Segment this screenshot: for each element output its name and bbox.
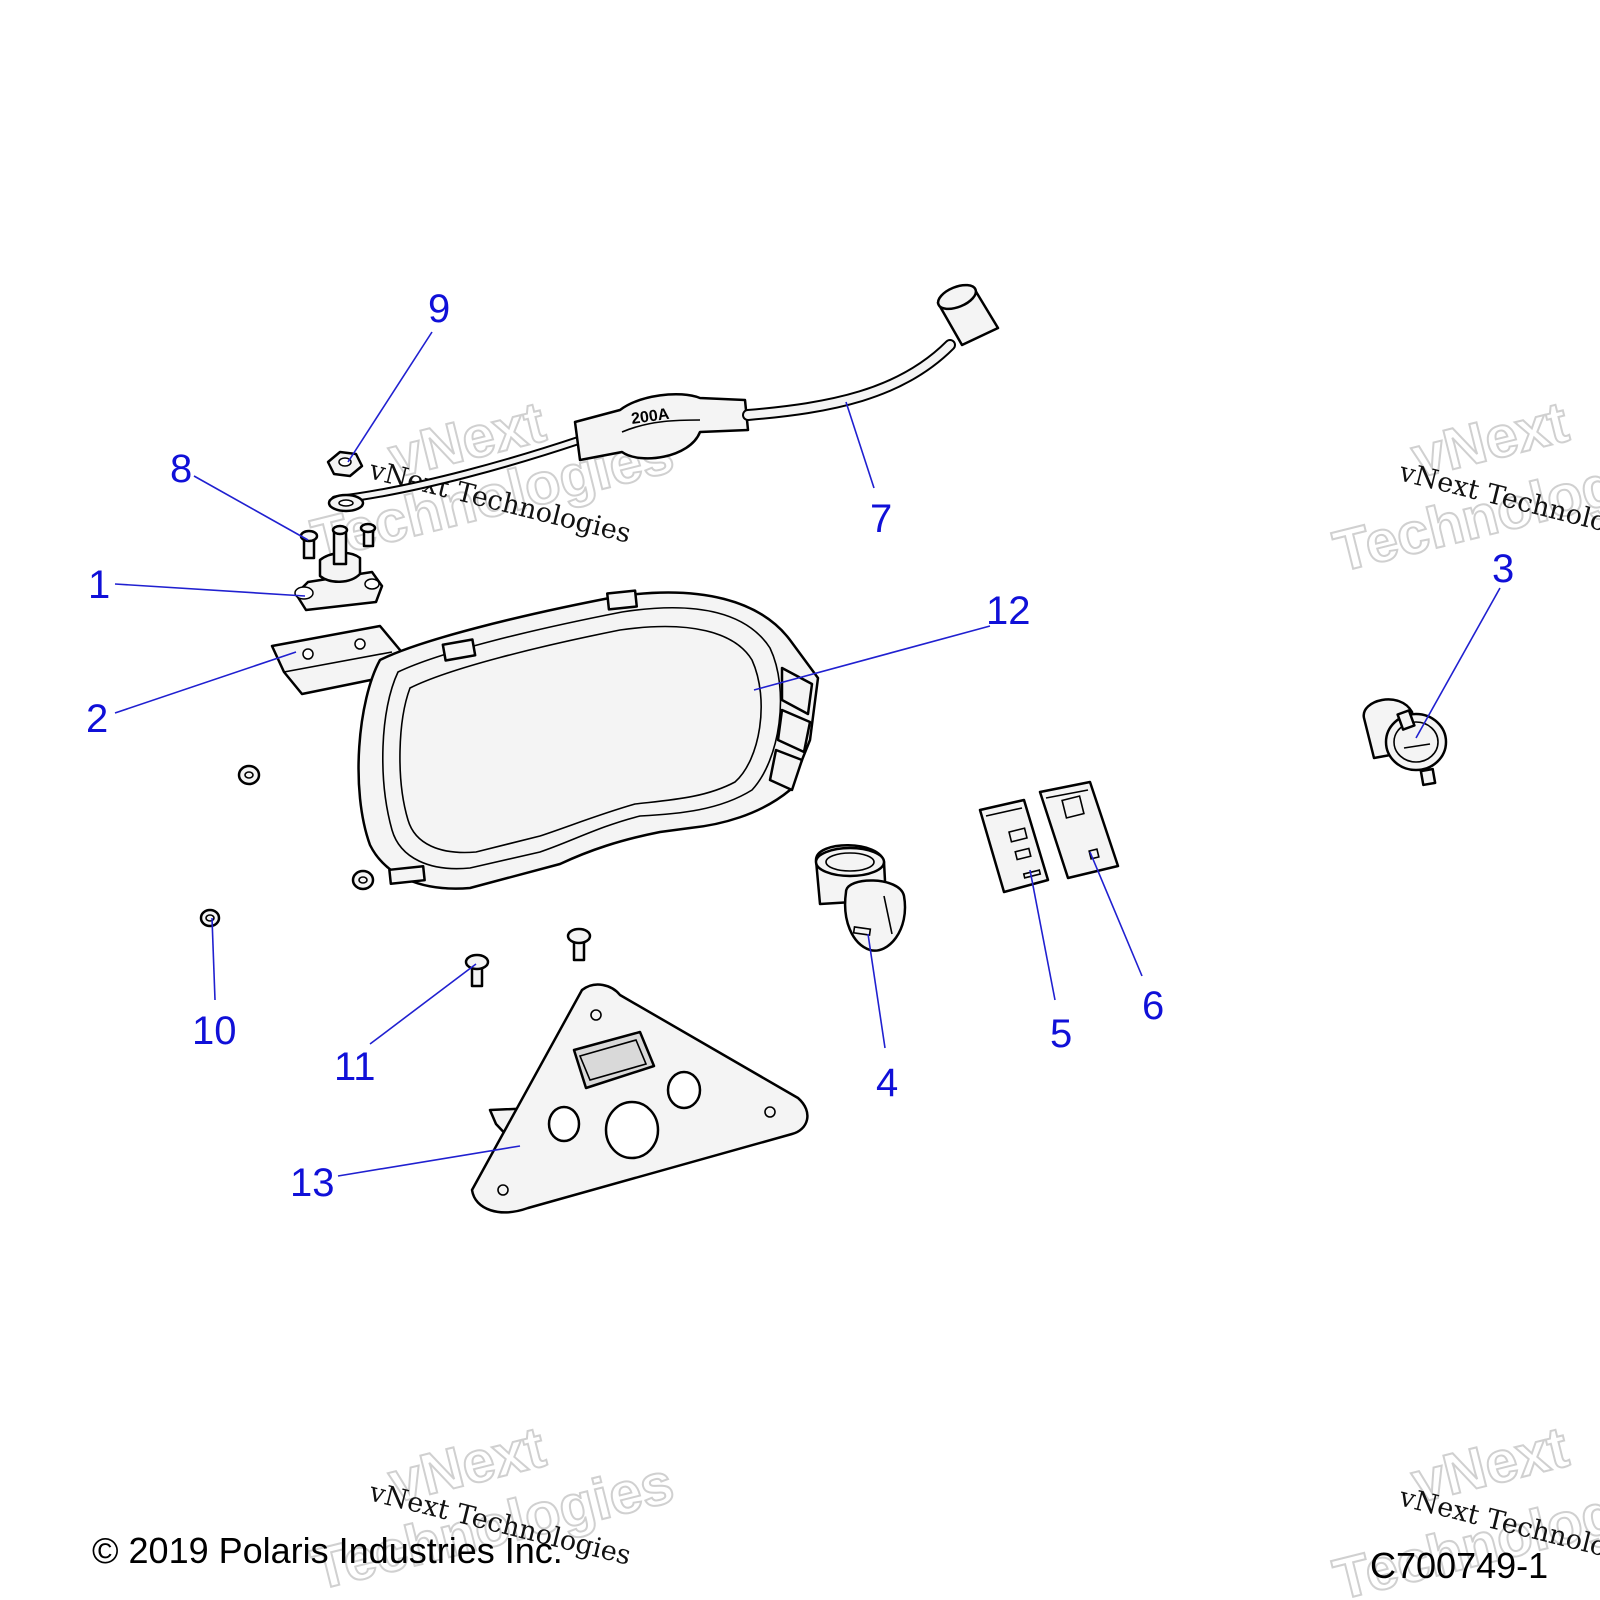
callout-4: 4 [876, 1061, 898, 1105]
callout-7: 7 [870, 497, 892, 541]
part-7-fused-cable: 200A [327, 283, 1000, 513]
diagram-id: C700749-1 [1370, 1545, 1549, 1586]
callout-6: 6 [1142, 984, 1164, 1028]
callout-1: 1 [88, 563, 110, 607]
part-11-screws [464, 927, 592, 988]
part-4-key-switch [814, 844, 907, 952]
part-3-power-socket [1362, 698, 1448, 787]
part-9-nut [326, 450, 364, 478]
callout-13: 13 [290, 1161, 335, 1205]
part-1-terminal-post [294, 524, 384, 612]
callout-labels: 1 2 3 4 5 6 7 8 9 10 11 12 13 [86, 287, 1514, 1205]
leader-lines [114, 331, 1501, 1177]
callout-2: 2 [86, 697, 108, 741]
svg-text:200A: 200A [630, 406, 671, 428]
callout-12: 12 [986, 589, 1031, 633]
part-13-mounting-plate [470, 983, 809, 1214]
part-10-nuts [199, 764, 375, 928]
part-12-cluster-bezel [357, 589, 820, 890]
watermark-bottom-left: vNext Technologies vNext Technologies [304, 1413, 680, 1600]
watermark-top-right: vNext Technologies vNext Technologies [1326, 388, 1600, 585]
part-5-rocker-switch [978, 798, 1050, 894]
callout-9: 9 [428, 287, 450, 331]
callout-3: 3 [1492, 547, 1514, 591]
part-6-rocker-switch [1038, 780, 1120, 880]
callout-5: 5 [1050, 1012, 1072, 1056]
callout-10: 10 [192, 1009, 237, 1053]
copyright-notice: © 2019 Polaris Industries Inc. [92, 1530, 563, 1571]
callout-11: 11 [334, 1045, 376, 1089]
callout-8: 8 [170, 447, 192, 491]
